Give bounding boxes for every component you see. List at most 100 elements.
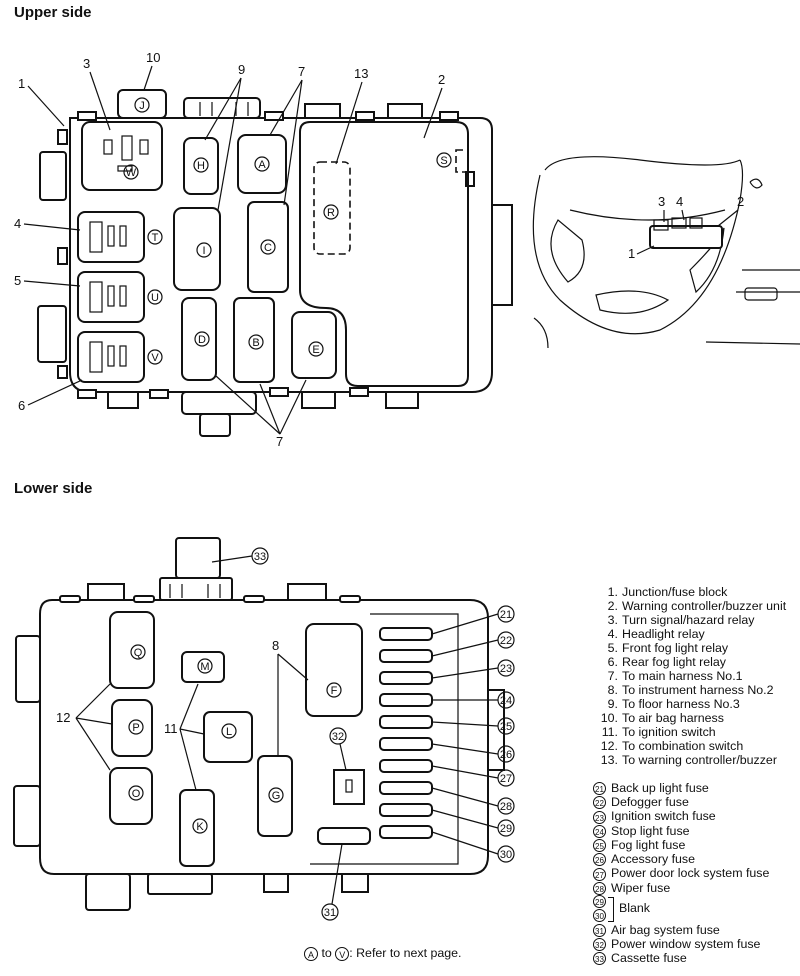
connector-E	[291, 311, 337, 379]
left-side-connector	[15, 635, 41, 703]
legend-number: 7.	[607, 669, 618, 683]
connector-H	[183, 137, 219, 195]
leader-line	[431, 639, 499, 657]
legend-label: Back up light fuse	[611, 781, 709, 795]
legend-component-item: 9. To floor harness No.3	[596, 697, 786, 711]
connector-label-L: L	[226, 726, 232, 738]
legend-label: Air bag system fuse	[611, 922, 720, 937]
mini-fuse-23	[379, 671, 433, 685]
connector-I	[173, 207, 221, 291]
connector-A	[237, 134, 287, 194]
callout-circle	[497, 631, 515, 649]
legend-component-item: 8.To instrument harness No.2	[596, 683, 786, 697]
legend-label: To floor harness No.3	[622, 697, 740, 711]
right-side-connector	[487, 689, 505, 771]
mini-fuse-26	[379, 737, 433, 751]
leader-line	[431, 667, 499, 679]
mini-fuse-21	[379, 627, 433, 641]
legend-label: To ignition switch	[622, 725, 716, 739]
legend-label: To instrument harness No.2	[622, 683, 774, 697]
legend-label: Blank	[619, 900, 650, 915]
callout-26: 26	[500, 749, 512, 761]
clip	[149, 389, 169, 399]
callout-7-bottom: 7	[276, 434, 283, 449]
connector-M	[181, 651, 225, 683]
fuse-stack	[379, 627, 433, 839]
legend-component-item: 11.To ignition switch	[596, 725, 786, 739]
leader-line	[431, 809, 499, 829]
callout-32: 32	[332, 731, 344, 743]
clip	[439, 111, 459, 121]
connector-label-B: B	[252, 337, 259, 349]
callout-10: 10	[146, 50, 160, 65]
upper-junction-block	[37, 89, 513, 437]
legend-label: Front fog light relay	[622, 641, 729, 655]
clip	[264, 111, 284, 121]
legend-label: Cassette fuse	[611, 951, 687, 966]
legend-label: Turn signal/hazard relay	[622, 613, 755, 627]
inset-callout-1: 1	[628, 246, 635, 261]
inset-callout-4: 4	[676, 194, 683, 209]
mini-fuse-29	[379, 803, 433, 817]
connector-F	[305, 623, 363, 717]
footnote-to-letter: V	[335, 946, 350, 961]
callout-8: 8	[272, 638, 279, 653]
legend-label: Fog light fuse	[611, 837, 686, 852]
legend-label: Wiper fuse	[611, 880, 671, 895]
mini-fuse-27	[379, 759, 433, 773]
callout-29: 29	[500, 823, 512, 835]
footnote: A to V: Refer to next page.	[304, 946, 462, 961]
connector-label-K: K	[196, 821, 204, 833]
clip	[355, 111, 375, 121]
legend-number: 13.	[600, 753, 618, 767]
legend-label: Rear fog light relay	[622, 655, 726, 669]
legend-label: Headlight relay	[622, 627, 705, 641]
callout-circle	[497, 659, 515, 677]
left-side-connector	[37, 305, 67, 363]
bottom-connector	[147, 873, 213, 895]
front-fog-light-relay	[77, 271, 145, 323]
connector-R	[313, 161, 351, 255]
legend-number: 12.	[600, 739, 618, 753]
callout-11: 11	[164, 721, 178, 736]
legend-component-item: 12.To combination switch	[596, 739, 786, 753]
connector-C	[247, 201, 289, 293]
callout-3: 3	[83, 56, 90, 71]
connector-label-Q: Q	[134, 647, 143, 659]
legend-component-item: 5.Front fog light relay	[596, 641, 786, 655]
legend-number: 2.	[607, 599, 618, 613]
headlight-relay	[77, 211, 145, 263]
callout-13: 13	[354, 66, 368, 81]
connector-label-G: G	[272, 790, 281, 802]
leader-line	[431, 613, 499, 635]
legend-component-item: 6.Rear fog light relay	[596, 655, 786, 669]
legend-label: Power window system fuse	[611, 936, 761, 951]
connector-O	[109, 767, 153, 825]
callout-circle	[497, 819, 515, 837]
leader-line	[431, 831, 499, 855]
legend-number: 9.	[607, 697, 618, 711]
legend-label: To air bag harness	[622, 711, 724, 725]
footnote-text: : Refer to next page.	[349, 946, 462, 960]
fuse-number-badge: 32	[593, 938, 606, 952]
callout-9: 9	[238, 62, 245, 77]
connector-label-S: S	[440, 155, 447, 167]
legend-number: 10.	[600, 711, 618, 725]
clip	[57, 365, 68, 379]
fuse-number-badge: 33	[593, 952, 606, 966]
legend-label: Warning controller/buzzer unit	[622, 599, 787, 613]
leader-line	[431, 721, 499, 727]
legend-number: 1.	[607, 585, 618, 599]
connector-label-E: E	[312, 344, 319, 356]
connector-G	[257, 755, 293, 837]
callout-31: 31	[324, 907, 336, 919]
connector-stub	[199, 413, 231, 437]
leader-line	[431, 765, 499, 779]
mini-fuse-28	[379, 781, 433, 795]
